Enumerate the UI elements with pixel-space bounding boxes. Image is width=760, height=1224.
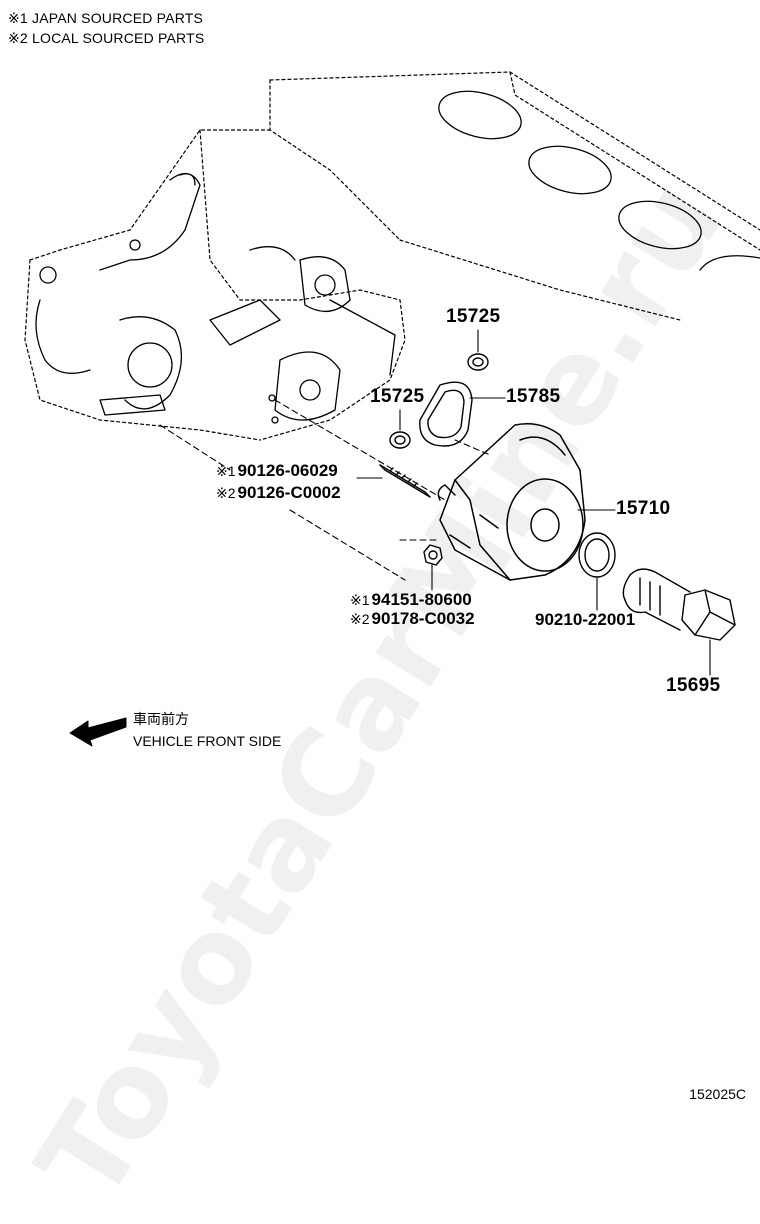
japan-sourced-mark: ※1 <box>216 463 236 479</box>
vehicle-front-english: VEHICLE FRONT SIDE <box>133 733 282 749</box>
parts-diagram-page: ToyotaCarMine.ru ※1 JAPAN SOURCED PARTS … <box>8 8 760 1224</box>
legend: ※1 JAPAN SOURCED PARTS ※2 LOCAL SOURCED … <box>8 8 204 48</box>
stud-japan-number: 90126-06029 <box>237 461 338 480</box>
nut <box>423 544 443 566</box>
part-label-15725-top: 15725 <box>446 306 501 327</box>
legend-japan-sourced: ※1 JAPAN SOURCED PARTS <box>8 10 204 26</box>
figure-code: 152025C <box>689 1086 746 1102</box>
legend-local-sourced: ※2 LOCAL SOURCED PARTS <box>8 30 205 46</box>
japan-sourced-mark: ※1 <box>350 592 370 608</box>
local-sourced-mark: ※2 <box>350 611 370 627</box>
union-bolt-15695 <box>622 568 736 641</box>
nut-local-number: 90178-C0032 <box>371 609 475 628</box>
cylinder-bores <box>438 90 760 271</box>
engine-oil-cooler-drawing <box>24 71 760 747</box>
engine-details <box>35 173 396 424</box>
part-label-15785: 15785 <box>506 386 561 407</box>
gasket-15785 <box>419 381 473 447</box>
vehicle-front-japanese: 車両前方 <box>133 711 189 727</box>
part-label-15710: 15710 <box>616 498 671 519</box>
engine-block-outline <box>24 71 760 441</box>
oil-cooler-15710 <box>437 423 586 581</box>
seal-15725-left <box>389 431 411 449</box>
vehicle-front-note: 車両前方 VEHICLE FRONT SIDE <box>133 708 281 752</box>
nut-japan-number: 94151-80600 <box>371 590 472 609</box>
o-ring-90210 <box>578 532 616 578</box>
stud-bolt <box>379 464 431 498</box>
part-label-90210-22001: 90210-22001 <box>535 610 636 629</box>
vehicle-front-arrow-icon <box>69 717 127 747</box>
part-label-15695: 15695 <box>666 675 721 696</box>
part-label-15725-left: 15725 <box>370 386 425 407</box>
label-leaders <box>356 329 711 676</box>
stud-local-number: 90126-C0002 <box>237 483 341 502</box>
local-sourced-mark: ※2 <box>216 485 236 501</box>
seal-15725-top <box>467 353 489 371</box>
